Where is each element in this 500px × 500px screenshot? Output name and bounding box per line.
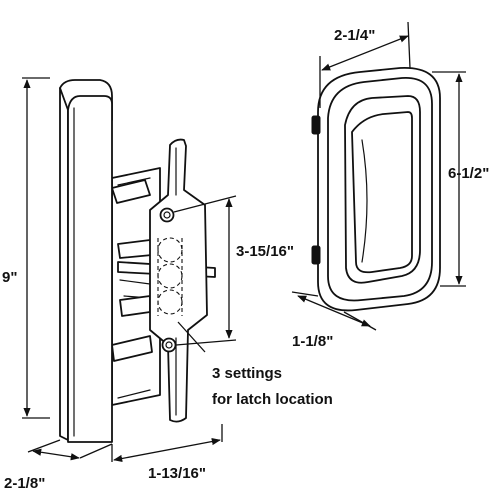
latch-mechanism — [111, 167, 216, 406]
label-hole-spacing: 3-15/16" — [236, 243, 294, 260]
latch-setting-circles — [157, 237, 183, 316]
top-mounting-post — [311, 115, 321, 135]
faceplate — [149, 138, 208, 423]
label-pull-depth: 1-1/8" — [292, 333, 333, 350]
label-pull-height: 6-1/2" — [448, 165, 489, 182]
label-settings-line2: for latch location — [212, 391, 333, 408]
dimension-labels: 9" 2-1/8" 1-13/16" 3-15/16" 3 settings f… — [2, 27, 489, 492]
label-handle-height: 9" — [2, 269, 17, 286]
handle-bar — [59, 79, 113, 443]
bottom-mounting-post — [311, 245, 321, 265]
label-handle-width: 2-1/8" — [4, 475, 45, 492]
bottom-screw-hole — [161, 337, 177, 353]
label-pull-width: 2-1/4" — [334, 27, 375, 44]
top-screw-hole — [159, 207, 175, 223]
inside-pull — [311, 67, 441, 312]
label-settings-line1: 3 settings — [212, 365, 282, 382]
dimension-lines — [22, 21, 466, 463]
mortise-handle-assembly — [59, 79, 216, 443]
label-handle-depth: 1-13/16" — [148, 465, 206, 482]
